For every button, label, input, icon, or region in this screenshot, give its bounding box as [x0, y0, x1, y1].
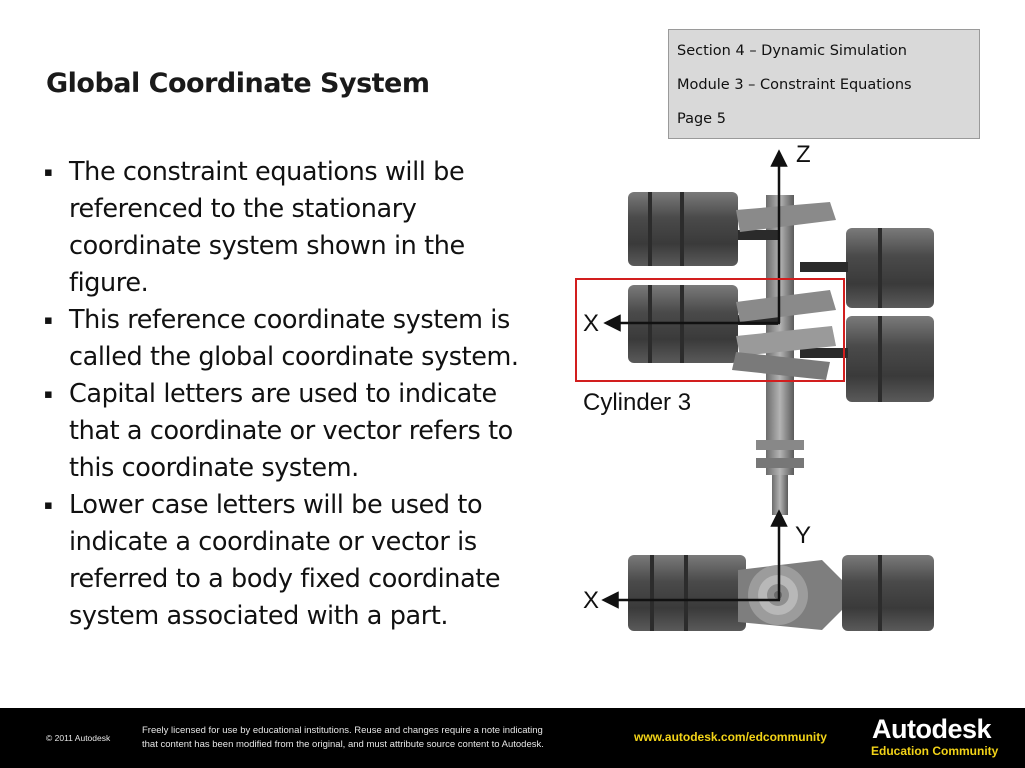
license-line-2: that content has been modified from the …	[142, 739, 544, 750]
page-label: Page 5	[677, 111, 726, 127]
section-info-box: Section 4 – Dynamic Simulation Module 3 …	[668, 29, 980, 139]
bullet-line: referred to a body fixed coordinate	[69, 564, 501, 594]
bullet-line: The constraint equations will be	[69, 157, 465, 187]
section-label: Section 4 – Dynamic Simulation	[677, 43, 907, 59]
y-axis-label: Y	[795, 522, 812, 549]
bullet-marker-icon: ▪	[44, 165, 53, 180]
license-line-1: Freely licensed for use by educational i…	[142, 725, 543, 736]
autodesk-logo: Autodesk	[872, 714, 992, 744]
slide-title: Global Coordinate System	[46, 68, 430, 99]
engine-figure	[601, 149, 934, 631]
bullet-line: Capital letters are used to indicate	[69, 379, 497, 409]
cylinder-3-label: Cylinder 3	[583, 389, 692, 416]
edcommunity-link[interactable]: www.autodesk.com/edcommunity	[634, 730, 827, 744]
bullet-line: This reference coordinate system is	[69, 305, 510, 335]
top-view-engine	[628, 192, 934, 515]
bullet-line: this coordinate system.	[69, 453, 359, 483]
footer-bar: © 2011 Autodesk Freely licensed for use …	[0, 708, 1025, 768]
bullet-line: called the global coordinate system.	[69, 342, 519, 372]
bullet-item: ▪ Capital letters are used to indicate tha…	[44, 376, 544, 487]
bullet-line: that a coordinate or vector refers to	[69, 416, 513, 446]
bullet-item: ▪ The constraint equations will be referen…	[44, 154, 544, 302]
bottom-view-engine	[628, 555, 934, 631]
bullet-line: Lower case letters will be used to	[69, 490, 483, 520]
bullet-line: figure.	[69, 268, 149, 298]
bullet-marker-icon: ▪	[44, 498, 53, 513]
bullet-item: ▪ This reference coordinate system is call…	[44, 302, 544, 376]
bullet-marker-icon: ▪	[44, 387, 53, 402]
x-axis-label-top: X	[583, 310, 600, 337]
bullet-item: ▪ Lower case letters will be used to indic…	[44, 487, 544, 635]
bullet-list: ▪ The constraint equations will be referen…	[44, 154, 544, 635]
bullet-line: system associated with a part.	[69, 601, 449, 631]
copyright-text: © 2011 Autodesk	[46, 733, 111, 743]
bullet-line: coordinate system shown in the	[69, 231, 465, 261]
bullet-line: referenced to the stationary	[69, 194, 417, 224]
license-text: Freely licensed for use by educational i…	[142, 724, 622, 752]
education-community-label: Education Community	[871, 744, 999, 758]
z-axis-label: Z	[796, 141, 811, 168]
cylinder-3-highlight	[575, 278, 845, 382]
bullet-line: indicate a coordinate or vector is	[69, 527, 477, 557]
module-label: Module 3 – Constraint Equations	[677, 77, 912, 93]
x-axis-label-bottom: X	[583, 587, 600, 614]
bullet-marker-icon: ▪	[44, 313, 53, 328]
